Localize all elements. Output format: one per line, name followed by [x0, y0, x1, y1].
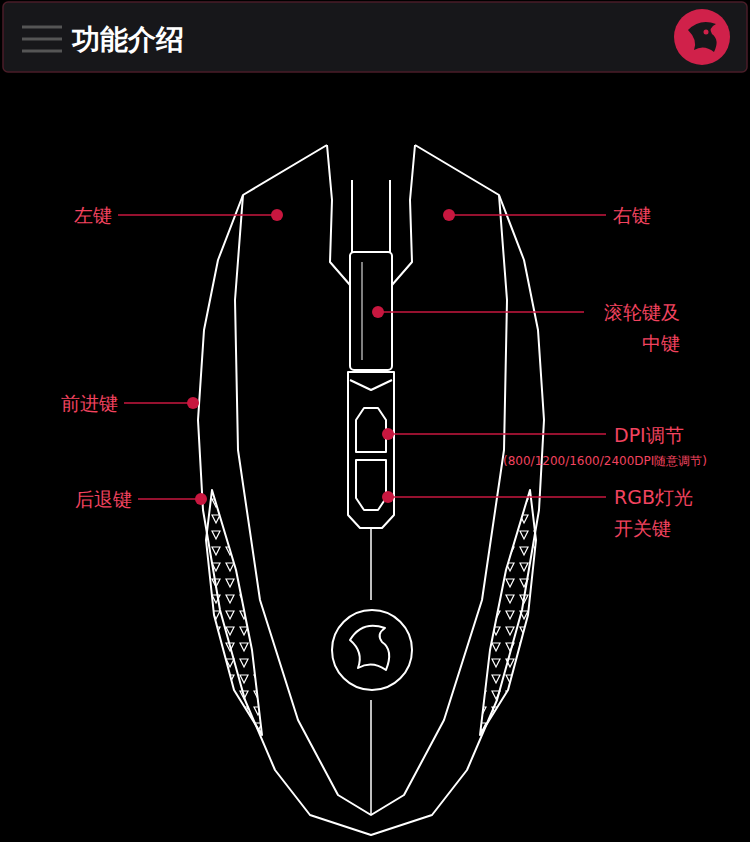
part-label: 左键 — [74, 200, 112, 231]
menu-icon — [22, 27, 62, 51]
page-title: 功能介绍 — [72, 22, 184, 58]
brand-logo — [674, 9, 730, 65]
part-label: 滚轮键及 中键 — [590, 297, 680, 359]
header-bar — [3, 2, 747, 72]
side-grip — [206, 490, 262, 735]
mouse-outline — [198, 145, 544, 835]
part-label: RGB灯光 开关键 — [614, 482, 706, 544]
part-label: 右键 — [613, 200, 651, 231]
leader-dots — [187, 209, 455, 505]
part-label: 后退键 — [75, 484, 132, 515]
part-label: DPI调节 — [614, 420, 684, 451]
side-grip — [480, 490, 536, 735]
part-label: (800/1200/1600/2400DPI随意调节) — [503, 452, 707, 470]
part-label: 前进键 — [61, 388, 118, 419]
